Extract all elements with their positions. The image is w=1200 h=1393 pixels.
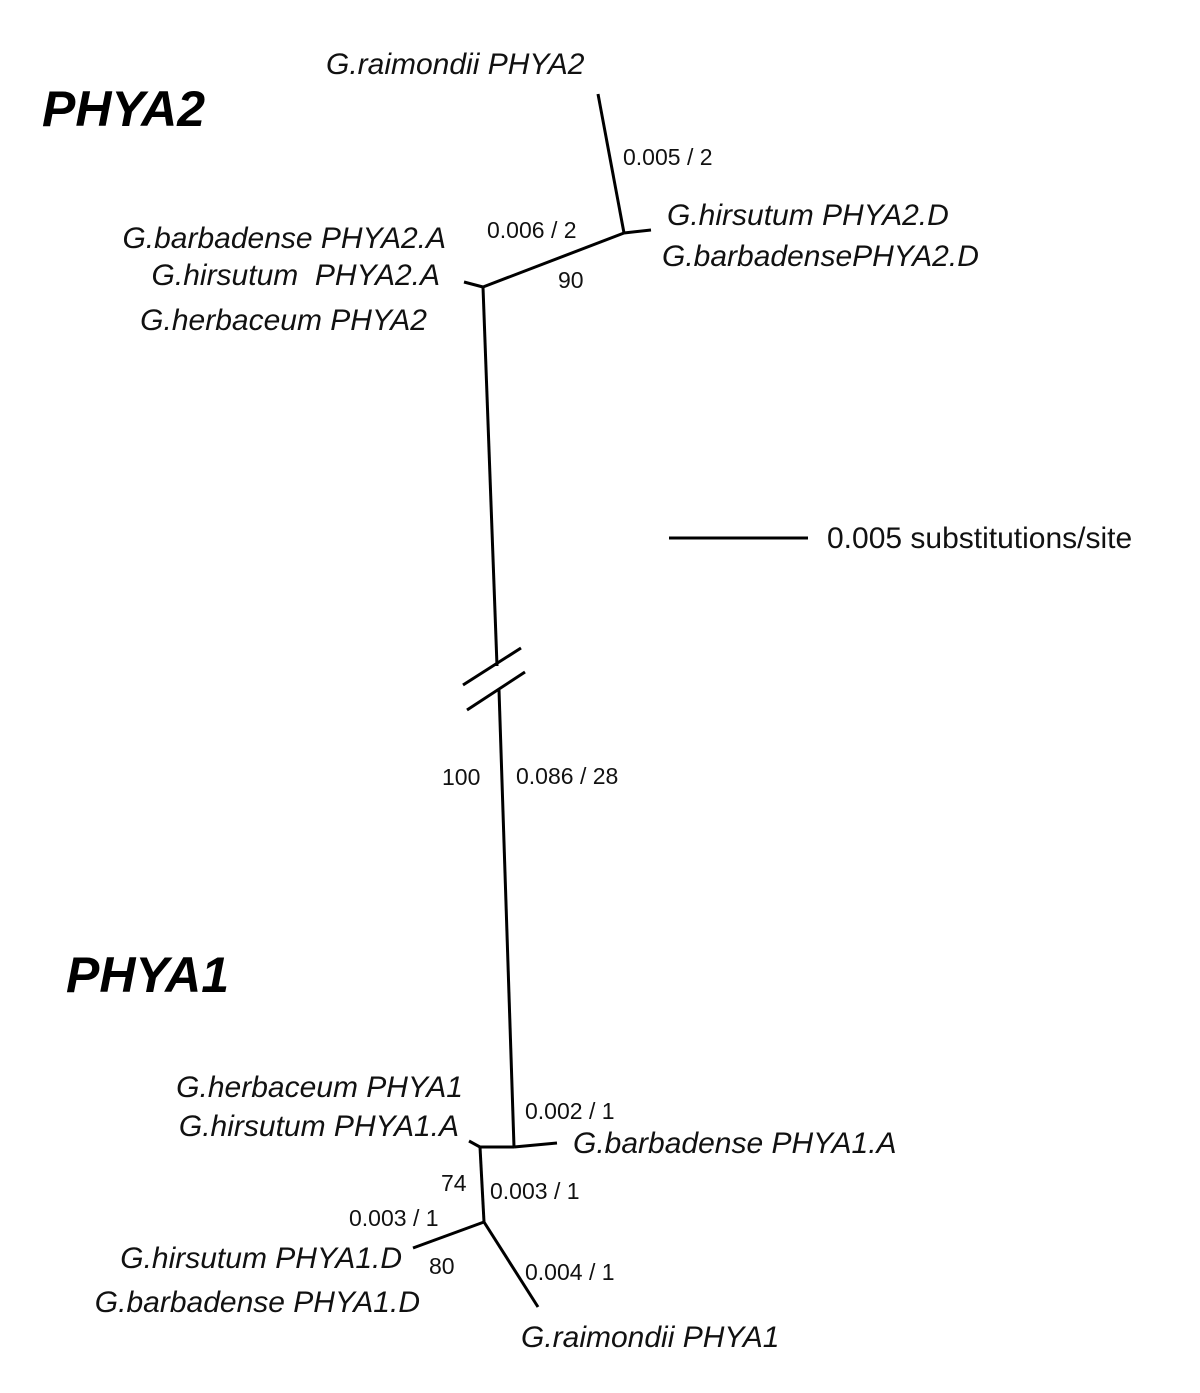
branch-break-mark-2 bbox=[466, 670, 526, 712]
branch-length-barbadense-phya1-a: 0.002 / 1 bbox=[525, 1098, 615, 1124]
taxon-raimondii-phya2: G.raimondii PHYA2 bbox=[326, 48, 585, 81]
taxon-raimondii-phya1: G.raimondii PHYA1 bbox=[521, 1321, 779, 1354]
main-branch-upper bbox=[481, 286, 499, 667]
branch-raimondii-phya2 bbox=[596, 93, 626, 234]
support-phya1-d-clade: 74 bbox=[441, 1170, 467, 1196]
taxon-barbadense-phya2-d: G.barbadensePHYA2.D bbox=[662, 240, 979, 273]
taxon-barbadense-phya2-a: G.barbadense PHYA2.A bbox=[122, 222, 446, 255]
group-label-phya1: PHYA1 bbox=[66, 947, 229, 1003]
branch-length-raimondii-phya1: 0.004 / 1 bbox=[525, 1259, 615, 1285]
taxon-herbaceum-phya2: G.herbaceum PHYA2 bbox=[140, 304, 427, 337]
taxon-barbadense-phya1-a: G.barbadense PHYA1.A bbox=[573, 1127, 897, 1160]
branch-phya2-d-clade bbox=[482, 231, 625, 289]
taxon-hirsutum-phya2-d: G.hirsutum PHYA2.D bbox=[667, 199, 949, 232]
branch-raimondii-phya1 bbox=[482, 1221, 540, 1308]
taxon-herbaceum-phya1: G.herbaceum PHYA1 bbox=[176, 1071, 463, 1104]
branch-phya2-d-tip bbox=[623, 228, 652, 235]
support-phya2-d-clade: 90 bbox=[558, 267, 584, 293]
branch-length-main: 0.086 / 28 bbox=[516, 763, 618, 789]
main-branch-lower bbox=[497, 689, 516, 1148]
branch-phya2-a-tip bbox=[463, 280, 484, 289]
group-label-phya2: PHYA2 bbox=[42, 81, 205, 137]
support-main-branch: 100 bbox=[442, 764, 480, 790]
taxon-hirsutum-phya1-a: G.hirsutum PHYA1.A bbox=[179, 1110, 459, 1143]
support-phya1-d-pair: 80 bbox=[429, 1253, 455, 1279]
scale-bar-label: 0.005 substitutions/site bbox=[827, 522, 1132, 555]
branch-phya1-d-pair bbox=[412, 1220, 485, 1250]
branch-length-phya1-d-clade: 0.003 / 1 bbox=[490, 1178, 580, 1204]
branch-barbadense-phya1-a bbox=[513, 1141, 558, 1149]
taxon-hirsutum-phya2-a: G.hirsutum PHYA2.A bbox=[152, 259, 440, 292]
taxon-barbadense-phya1-d: G.barbadense PHYA1.D bbox=[95, 1286, 420, 1319]
taxon-hirsutum-phya1-d: G.hirsutum PHYA1.D bbox=[120, 1242, 402, 1275]
branch-break-mark-1 bbox=[462, 646, 522, 687]
branch-length-phya2-d-clade: 0.006 / 2 bbox=[487, 217, 577, 243]
branch-length-phya1-d-pair: 0.003 / 1 bbox=[349, 1205, 439, 1231]
branch-phya1-d-clade bbox=[478, 1146, 486, 1223]
branch-phya1-a-tip bbox=[468, 1139, 481, 1149]
branch-length-raimondii-phya2: 0.005 / 2 bbox=[623, 144, 713, 170]
